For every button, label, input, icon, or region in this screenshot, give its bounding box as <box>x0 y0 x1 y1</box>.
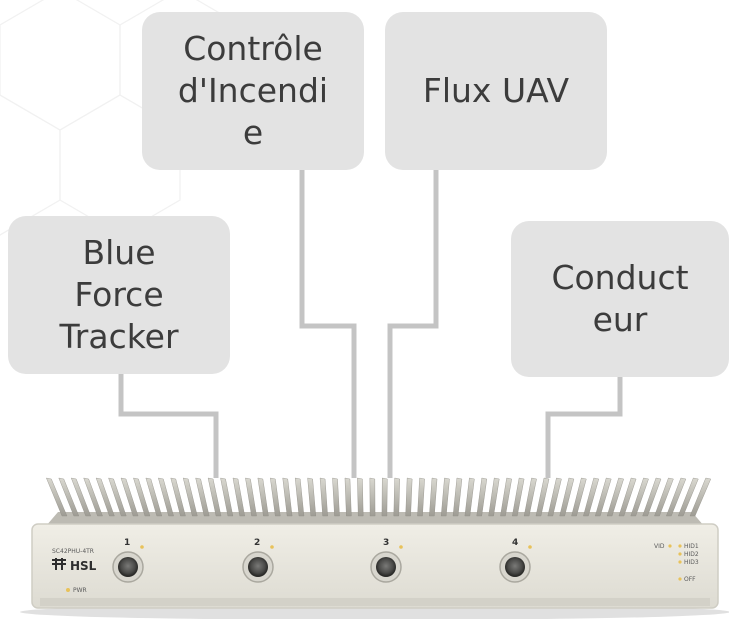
power-label: PWR <box>73 587 87 594</box>
heatsink-fin <box>618 477 637 517</box>
heatsink-fin <box>476 477 488 517</box>
indicator-hid2-label: HID2 <box>684 551 699 558</box>
heatsink-fin <box>120 477 139 517</box>
port-1[interactable]: 1 <box>112 538 144 583</box>
heatsink-fin <box>369 477 376 517</box>
heatsink-fin <box>332 477 340 517</box>
port-4-number: 4 <box>512 538 518 548</box>
heatsink-fin <box>145 477 163 517</box>
indicator-vid-led <box>668 544 672 548</box>
heatsink-fin <box>344 477 352 517</box>
heatsink-fin <box>654 477 674 517</box>
heatsink-fin <box>282 477 293 517</box>
heatsink-fin <box>594 477 612 517</box>
port-2-led <box>270 545 274 549</box>
heatsink-fin <box>464 477 475 517</box>
indicator-off-label: OFF <box>684 576 696 583</box>
fire-control-callout: Contrôle d'Incendi e <box>142 12 364 170</box>
uav-feed-callout: Flux UAV <box>385 12 607 170</box>
heatsink-fin <box>440 477 450 517</box>
blue-force-tracker-callout: Blue Force Tracker <box>8 216 230 374</box>
indicator-hid2-led <box>678 552 682 556</box>
heatsink-fin <box>108 477 127 517</box>
heatsink-fin <box>429 477 438 517</box>
heatsink-fin <box>195 477 210 517</box>
heatsink-fin <box>535 477 550 517</box>
heatsink-fin <box>571 477 587 517</box>
heatsink-fin <box>182 477 198 517</box>
heatsink-fin <box>500 477 512 517</box>
heatsink-fin <box>488 477 500 517</box>
model-label: SC42PHU-4TR <box>52 548 94 555</box>
indicator-hid1-label: HID1 <box>684 543 699 550</box>
indicator-off-led <box>678 577 682 581</box>
heatsink-fin <box>512 477 525 517</box>
heatsink-fin <box>606 477 624 517</box>
heatsink-fin <box>83 477 103 517</box>
indicator-hid3-led <box>678 560 682 564</box>
heatsink-fin <box>58 477 80 517</box>
heatsink-fins <box>46 477 712 517</box>
port-1-led <box>140 545 144 549</box>
heatsink-fin <box>307 477 317 517</box>
heatsink-fin <box>46 477 68 517</box>
heatsink-fin <box>630 477 649 517</box>
heatsink-fin <box>232 477 245 517</box>
port-2-number: 2 <box>254 538 260 548</box>
power-led <box>66 588 70 592</box>
heatsink-fin <box>381 477 388 517</box>
heatsink-fin <box>677 477 699 517</box>
heatsink-fin <box>583 477 600 517</box>
port-4-led <box>528 545 532 549</box>
indicator-hid1-led <box>678 544 682 548</box>
heatsink-fin <box>547 477 562 517</box>
heatsink-fin <box>559 477 575 517</box>
heatsink-fin <box>245 477 257 517</box>
port-4[interactable]: 4 <box>499 538 532 583</box>
heatsink-fin <box>95 477 115 517</box>
heatsink-fin <box>158 477 174 517</box>
front-panel-bottom <box>40 598 710 606</box>
heatsink-fin <box>666 477 687 517</box>
heatsink-fin <box>133 477 151 517</box>
indicator-vid-label: VID <box>654 543 665 550</box>
heatsink-fin <box>405 477 413 517</box>
heatsink-fin <box>393 477 400 517</box>
hsl-logo-icon <box>52 558 66 570</box>
heatsink-fin <box>220 477 234 517</box>
port-3-number: 3 <box>383 538 389 548</box>
heatsink-fin <box>319 477 328 517</box>
heatsink-fin <box>257 477 269 517</box>
driver-callout: Conduct eur <box>511 221 729 377</box>
heatsink-fin <box>357 477 364 517</box>
port-1-number: 1 <box>124 538 130 548</box>
heatsink-fin <box>417 477 425 517</box>
heatsink-fin <box>689 477 712 517</box>
heatsink-fin <box>294 477 305 517</box>
heatsink-fin <box>70 477 91 517</box>
port-2[interactable]: 2 <box>242 538 274 583</box>
brand-label: HSL <box>70 559 97 573</box>
heatsink-fin <box>170 477 186 517</box>
port-3-led <box>399 545 403 549</box>
port-3[interactable]: 3 <box>370 538 403 583</box>
heatsink-fin <box>270 477 281 517</box>
heatsink-fin <box>523 477 537 517</box>
heatsink-fin <box>207 477 222 517</box>
heatsink-fin <box>452 477 463 517</box>
indicator-hid3-label: HID3 <box>684 559 699 566</box>
heatsink-fin <box>642 477 662 517</box>
